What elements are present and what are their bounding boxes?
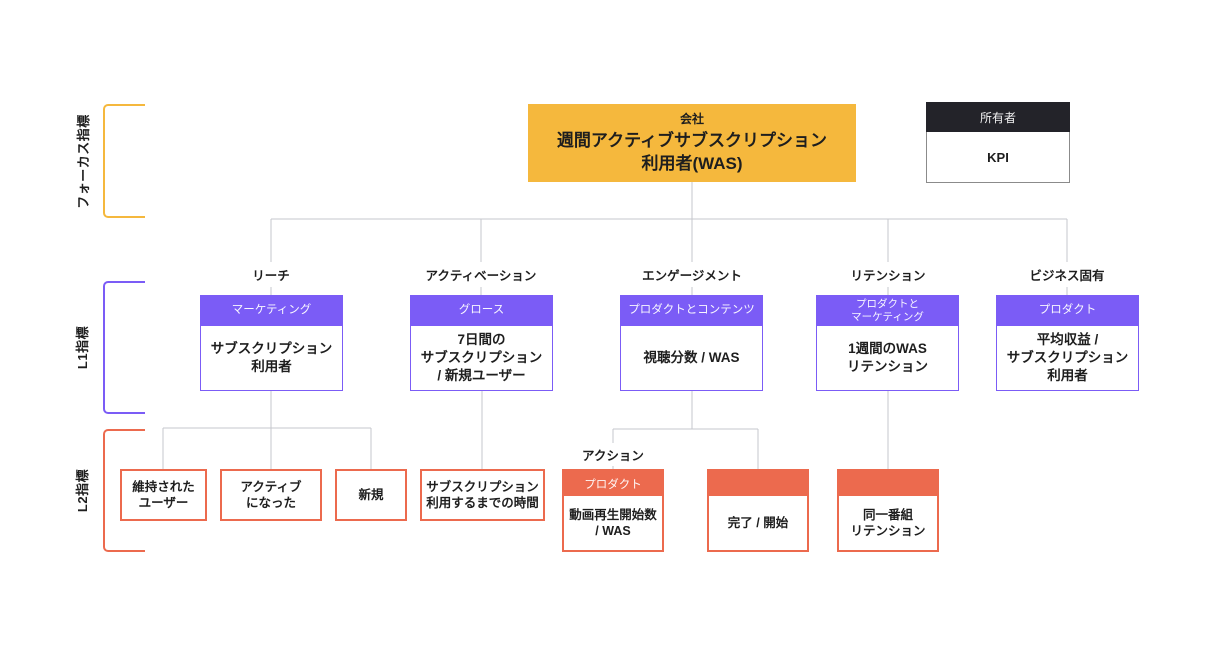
l1-node-reach: マーケティング サブスクリプション 利用者	[200, 295, 343, 391]
l2-node-same-program-retention: 同一番組 リテンション	[837, 469, 939, 552]
l2-owner-completion-rate	[709, 471, 807, 496]
l2-metric-completion-rate: 完了 / 開始	[727, 515, 789, 530]
l2-metric-video-starts: 動画再生開始数 / WAS	[569, 507, 657, 538]
focus-metrics-label: フォーカス指標	[75, 113, 91, 209]
stage-label-activation: アクティベーション	[418, 262, 544, 287]
l2-metrics-bracket	[103, 429, 145, 552]
l2-node-completion-rate: 完了 / 開始	[707, 469, 809, 552]
owner-legend: 所有者 KPI	[926, 102, 1070, 183]
l2-node-became-active: アクティブ になった	[220, 469, 322, 521]
l1-metric-activation: 7日間の サブスクリプション / 新規ユーザー	[420, 332, 543, 383]
stage-label-business: ビジネス固有	[1022, 262, 1112, 287]
l1-owner-engagement: プロダクトとコンテンツ	[621, 296, 762, 326]
l2-metrics-label: L2指標	[75, 468, 91, 513]
stage-label-retention: リテンション	[843, 262, 933, 287]
l1-owner-retention: プロダクトと マーケティング	[817, 296, 958, 326]
l2-node-retained-users: 維持された ユーザー	[120, 469, 207, 521]
l1-owner-business: プロダクト	[997, 296, 1138, 326]
stage-label-engagement: エンゲージメント	[635, 262, 749, 287]
l1-metric-engagement: 視聴分数 / WAS	[643, 350, 740, 366]
l1-node-activation: グロース 7日間の サブスクリプション / 新規ユーザー	[410, 295, 553, 391]
l2-owner-video-starts: プロダクト	[564, 471, 662, 496]
l1-metric-reach: サブスクリプション 利用者	[210, 341, 333, 374]
company-tag: 会社	[679, 112, 704, 127]
l1-node-business: プロダクト 平均収益 / サブスクリプション 利用者	[996, 295, 1139, 391]
l1-owner-activation: グロース	[411, 296, 552, 326]
l1-owner-reach: マーケティング	[201, 296, 342, 326]
l2-node-time-to-subscribe: サブスクリプション 利用するまでの時間	[420, 469, 545, 521]
l1-node-retention: プロダクトと マーケティング 1週間のWAS リテンション	[816, 295, 959, 391]
stage-label-reach: リーチ	[245, 262, 297, 287]
l1-node-engagement: プロダクトとコンテンツ 視聴分数 / WAS	[620, 295, 763, 391]
l2-node-video-starts: プロダクト 動画再生開始数 / WAS	[562, 469, 664, 552]
l1-metric-retention: 1週間のWAS リテンション	[847, 341, 928, 374]
l2-metric-same-program-retention: 同一番組 リテンション	[850, 507, 926, 538]
l2-owner-same-program-retention	[839, 471, 937, 496]
l1-metric-business: 平均収益 / サブスクリプション 利用者	[1006, 332, 1129, 383]
company-kpi-title: 週間アクティブサブスクリプション 利用者(WAS)	[556, 131, 828, 173]
owner-legend-header: 所有者	[926, 102, 1070, 132]
company-kpi-node: 会社 週間アクティブサブスクリプション 利用者(WAS)	[528, 104, 856, 182]
focus-metrics-bracket	[103, 104, 145, 218]
action-label: アクション	[576, 443, 650, 466]
l2-node-new: 新規	[335, 469, 407, 521]
owner-legend-body: KPI	[926, 132, 1070, 183]
l1-metrics-bracket	[103, 281, 145, 414]
l1-metrics-label: L1指標	[75, 325, 91, 370]
